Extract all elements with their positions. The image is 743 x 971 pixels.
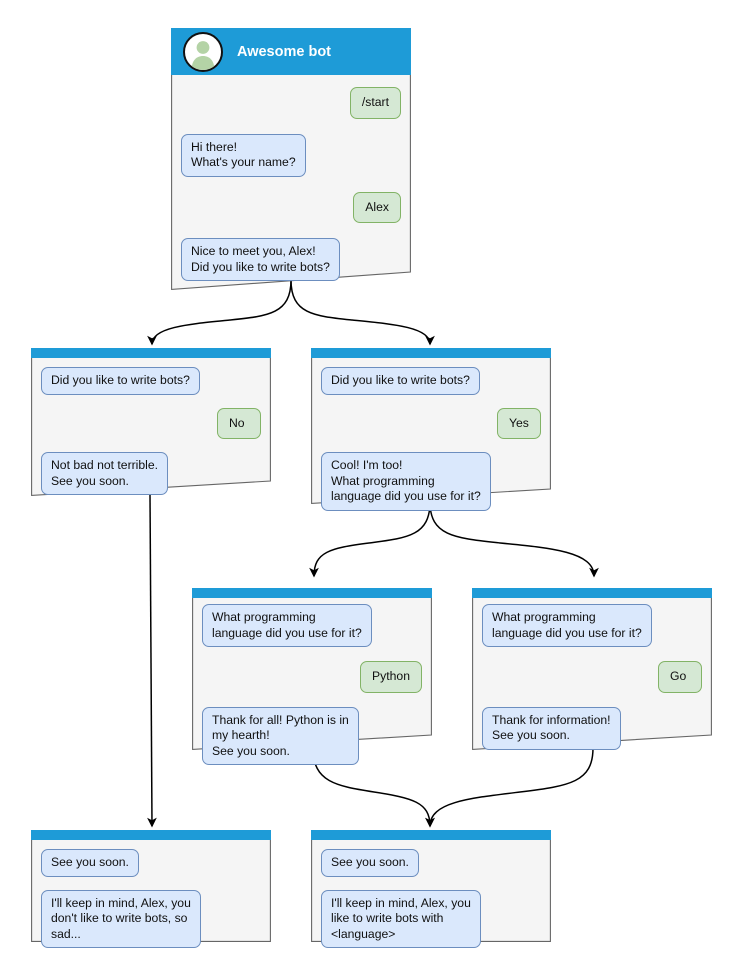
message-row: No	[41, 407, 261, 439]
message-row: Did you like to write bots?	[321, 367, 541, 395]
chat-header-end-sad	[31, 830, 271, 840]
bot-title: Awesome bot	[237, 43, 332, 60]
bot-bubble[interactable]: See you soon.	[41, 849, 139, 877]
message-row: Alex	[181, 191, 401, 223]
message-row: Hi there! What's your name?	[181, 133, 401, 177]
message-row: I'll keep in mind, Alex, you don't like …	[41, 889, 261, 948]
bot-bubble[interactable]: What programming language did you use fo…	[202, 604, 372, 647]
message-row: See you soon.	[321, 849, 541, 877]
bot-bubble[interactable]: What programming language did you use fo…	[482, 604, 652, 647]
message-row: Did you like to write bots?	[41, 367, 261, 395]
node-yes-branch[interactable]: Did you like to write bots? Yes Cool! I'…	[311, 348, 551, 511]
message-row: What programming language did you use fo…	[202, 604, 422, 647]
chat-header-python-branch	[192, 588, 432, 598]
edge-no-to-end-sad	[147, 493, 157, 828]
chat-body-no-branch: Did you like to write bots? No Not bad n…	[31, 358, 271, 496]
chat-body-yes-branch: Did you like to write bots? Yes Cool! I'…	[311, 358, 551, 511]
edge-yes-to-python	[309, 501, 431, 578]
message-row: Go	[482, 661, 702, 693]
node-end-sad[interactable]: See you soon. I'll keep in mind, Alex, y…	[31, 830, 271, 948]
user-bubble[interactable]: Yes	[497, 407, 541, 439]
chat-body-end-sad: See you soon. I'll keep in mind, Alex, y…	[31, 840, 271, 948]
user-bubble[interactable]: No	[217, 407, 261, 439]
bot-bubble[interactable]: See you soon.	[321, 849, 419, 877]
person-avatar-icon	[183, 31, 223, 72]
user-bubble[interactable]: Alex	[353, 191, 401, 223]
user-bubble[interactable]: Go	[658, 661, 702, 693]
bot-bubble[interactable]: I'll keep in mind, Alex, you don't like …	[41, 889, 201, 948]
chat-header-start: Awesome bot	[171, 28, 411, 75]
message-row: /start	[181, 87, 401, 119]
bot-bubble[interactable]: Thank for information! See you soon.	[482, 706, 621, 750]
chat-header-go-branch	[472, 588, 712, 598]
message-row: Not bad not terrible. See you soon.	[41, 452, 261, 495]
chat-header-end-happy	[311, 830, 551, 840]
chat-body-python-branch: What programming language did you use fo…	[192, 598, 432, 765]
edge-go-to-end-happy	[425, 747, 594, 828]
bot-bubble[interactable]: Hi there! What's your name?	[181, 133, 306, 177]
bot-bubble[interactable]: Did you like to write bots?	[41, 367, 200, 395]
message-row: See you soon.	[41, 849, 261, 877]
message-row: Python	[202, 661, 422, 693]
edge-yes-to-go	[429, 501, 599, 578]
node-start[interactable]: Awesome bot /start Hi there! What's your…	[171, 28, 411, 290]
bot-bubble[interactable]: Nice to meet you, Alex! Did you like to …	[181, 238, 340, 281]
bot-bubble[interactable]: Cool! I'm too! What programming language…	[321, 452, 491, 511]
chat-header-no-branch	[31, 348, 271, 358]
message-row: What programming language did you use fo…	[482, 604, 702, 647]
node-go-branch[interactable]: What programming language did you use fo…	[472, 588, 712, 750]
message-row: I'll keep in mind, Alex, you like to wri…	[321, 889, 541, 948]
message-row: Cool! I'm too! What programming language…	[321, 452, 541, 511]
node-no-branch[interactable]: Did you like to write bots? No Not bad n…	[31, 348, 271, 496]
bot-bubble[interactable]: Did you like to write bots?	[321, 367, 480, 395]
message-row: Thank for all! Python is in my hearth! S…	[202, 706, 422, 765]
message-row: Thank for information! See you soon.	[482, 706, 702, 750]
chat-body-go-branch: What programming language did you use fo…	[472, 598, 712, 750]
bot-bubble[interactable]: Thank for all! Python is in my hearth! S…	[202, 706, 359, 765]
bot-bubble[interactable]: I'll keep in mind, Alex, you like to wri…	[321, 889, 481, 948]
node-python-branch[interactable]: What programming language did you use fo…	[192, 588, 432, 765]
message-row: Nice to meet you, Alex! Did you like to …	[181, 238, 401, 281]
user-bubble[interactable]: Python	[360, 661, 422, 693]
bot-bubble[interactable]: Not bad not terrible. See you soon.	[41, 452, 169, 495]
chat-header-yes-branch	[311, 348, 551, 358]
user-bubble[interactable]: /start	[349, 87, 401, 119]
chat-body-start: /start Hi there! What's your name? Alex …	[171, 75, 411, 290]
message-row: Yes	[321, 407, 541, 439]
chat-body-end-happy: See you soon. I'll keep in mind, Alex, y…	[311, 840, 551, 948]
node-end-happy[interactable]: See you soon. I'll keep in mind, Alex, y…	[311, 830, 551, 948]
